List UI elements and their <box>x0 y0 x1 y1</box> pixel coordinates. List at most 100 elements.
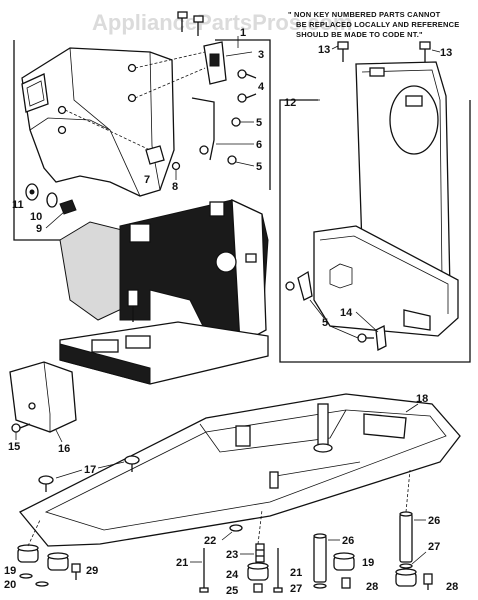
callout-13b: 13 <box>440 47 452 59</box>
side-cover-group: 15 16 <box>8 361 77 455</box>
base-post <box>317 403 329 449</box>
screw-4b <box>237 93 257 103</box>
callout-5b: 5 <box>256 161 262 173</box>
rubber-foot-19a <box>17 544 39 563</box>
screw-28b <box>423 573 433 590</box>
group-bracket <box>279 99 471 363</box>
washer-27b <box>399 563 413 569</box>
callout-10: 10 <box>30 211 42 223</box>
callout-1: 1 <box>240 27 246 39</box>
callout-15: 15 <box>8 441 20 453</box>
cover-stud <box>57 105 67 115</box>
foot-17b <box>124 455 140 472</box>
rubber-foot-19b <box>47 552 69 571</box>
callout-28a: 28 <box>366 581 378 593</box>
callout-26a: 26 <box>342 535 354 547</box>
callout-5a: 5 <box>256 117 262 129</box>
callout-11: 11 <box>12 199 24 211</box>
screw-5c <box>227 155 237 165</box>
stud-23 <box>255 543 265 563</box>
screw-29 <box>71 563 81 580</box>
latch-right <box>375 324 387 352</box>
callout-3: 3 <box>258 49 264 61</box>
cover-base-tray <box>313 225 459 337</box>
callout-27b: 27 <box>428 541 440 553</box>
rubber-foot-19c <box>333 552 355 571</box>
screw-top-1 <box>177 11 188 32</box>
washer-20a <box>19 573 33 579</box>
washer-27a <box>313 583 327 589</box>
latch-left <box>297 270 313 301</box>
callout-7: 7 <box>144 174 150 186</box>
callout-21a: 21 <box>176 557 188 569</box>
screw-15 <box>11 423 31 433</box>
screw-5e <box>357 333 374 343</box>
screw-top-2 <box>193 15 204 36</box>
machine-bed-front <box>59 343 151 385</box>
screw-13b <box>419 41 431 62</box>
cover-stud <box>57 125 67 135</box>
screw-28a <box>341 577 351 589</box>
screw-13a <box>337 41 349 62</box>
parts-note: " NON KEY NUMBERED PARTS CANNOT BE REPLA… <box>288 10 459 39</box>
callout-27a: 27 <box>290 583 302 595</box>
callout-28b: 28 <box>446 581 458 593</box>
callout-13a: 13 <box>318 44 330 56</box>
post-26b <box>399 511 413 563</box>
post-26a <box>313 533 327 583</box>
note-line-1: " NON KEY NUMBERED PARTS CANNOT <box>288 10 441 19</box>
callout-20: 20 <box>4 579 16 591</box>
screw-5b <box>199 145 209 155</box>
machine-base <box>18 393 461 547</box>
hinge-left <box>369 67 385 77</box>
carry-cover-group: 12 13 13 5 <box>279 41 471 363</box>
screw-5a <box>231 117 241 127</box>
callout-26b: 26 <box>428 515 440 527</box>
rubber-foot-24 <box>247 562 269 581</box>
callout-24: 24 <box>226 569 239 581</box>
foot-17a <box>38 475 54 492</box>
callout-19b: 19 <box>362 557 374 569</box>
cover-stud <box>127 93 137 103</box>
callout-16: 16 <box>58 443 70 455</box>
sewing-machine <box>59 198 269 385</box>
knob-assembly <box>25 183 77 215</box>
screw-8 <box>171 161 181 171</box>
side-cover <box>9 361 77 433</box>
callout-25: 25 <box>226 585 238 597</box>
callout-23: 23 <box>226 549 238 561</box>
washer-22 <box>229 524 243 532</box>
callout-22: 22 <box>204 535 216 547</box>
top-cover-group: 1 3 4 5 6 5 7 8 11 10 9 <box>12 11 271 241</box>
callout-17: 17 <box>84 464 96 476</box>
handwheel-window <box>215 251 237 273</box>
callout-5c: 5 <box>322 317 328 329</box>
callout-12: 12 <box>284 97 296 109</box>
hinge-slot <box>209 53 220 67</box>
washer-20b <box>35 581 49 587</box>
group-bracket-right <box>215 39 271 190</box>
cover-clip <box>145 145 165 165</box>
screw-25 <box>253 583 263 593</box>
cover-window <box>389 85 439 155</box>
callout-4: 4 <box>258 81 265 93</box>
callout-29: 29 <box>86 565 98 577</box>
callout-19a: 19 <box>4 565 16 577</box>
base-group: 18 17 <box>18 393 461 547</box>
callout-21b: 21 <box>290 567 302 579</box>
callout-6: 6 <box>256 139 262 151</box>
screw-5d <box>285 281 295 291</box>
note-line-2: BE REPLACED LOCALLY AND REFERENCE <box>296 20 459 29</box>
note-line-3: SHOULD BE MADE TO CODE NT." <box>296 30 423 39</box>
screw-21b <box>273 548 283 593</box>
link-rod <box>191 97 215 161</box>
callout-9: 9 <box>36 223 42 235</box>
callout-14: 14 <box>340 307 353 319</box>
hinge-right <box>405 95 423 107</box>
screw-4a <box>237 69 257 79</box>
bottom-hardware: 19 20 29 21 22 23 2 <box>4 469 458 597</box>
screw-21a <box>199 548 209 593</box>
cover-stud <box>127 63 137 73</box>
callout-18: 18 <box>416 393 428 405</box>
